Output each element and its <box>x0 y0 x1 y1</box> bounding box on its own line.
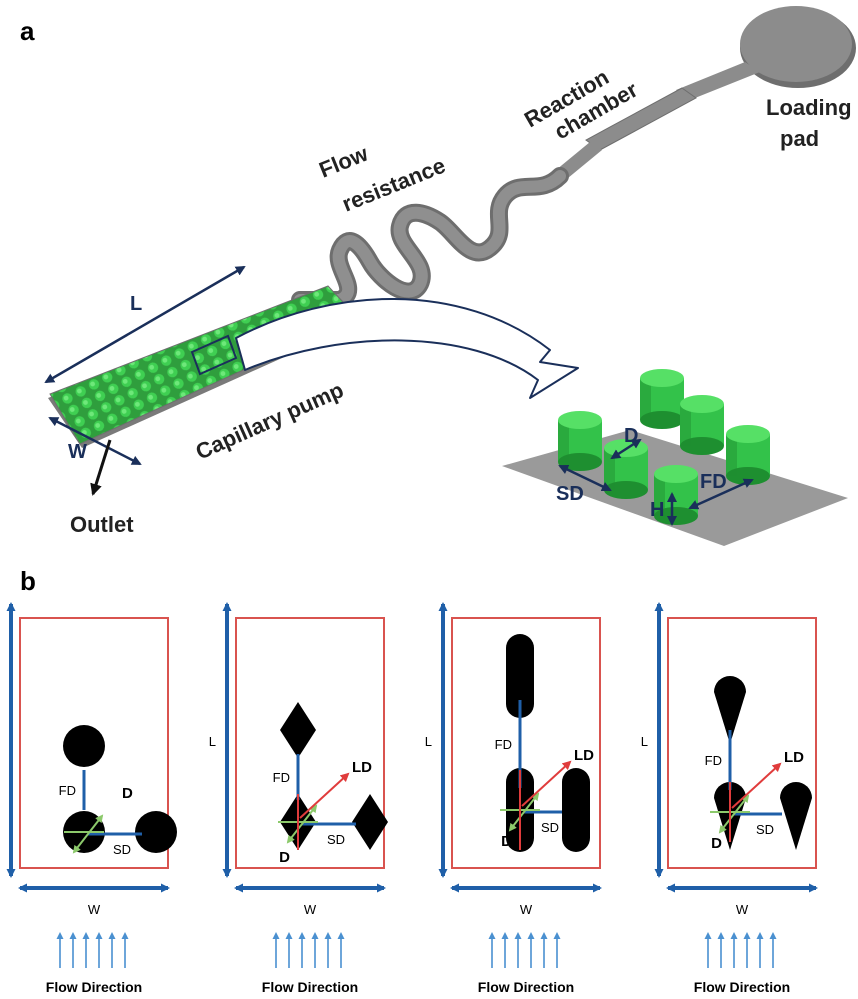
pillar-bottom <box>640 411 684 429</box>
pillar-3 <box>726 425 770 485</box>
sd-label: SD <box>327 832 345 847</box>
fd-dimension-arrow <box>688 478 754 510</box>
ld-arrow <box>521 760 572 807</box>
d-label: D <box>122 785 133 802</box>
sd-dimension-arrow <box>558 464 612 492</box>
side-pillar <box>562 768 590 852</box>
top-pillar <box>63 725 105 767</box>
pillar-bottom <box>604 481 648 499</box>
length-label: L <box>425 734 432 749</box>
pillar-4 <box>558 411 602 471</box>
fd-label: FD <box>700 471 727 493</box>
d-label: D <box>501 833 512 850</box>
ld-arrow <box>299 772 350 819</box>
d-arrow <box>286 804 318 844</box>
cell-stadium: L W Flow Direction FD SD D LD <box>425 602 602 995</box>
panel-a-letter: a <box>20 16 35 46</box>
pillar-inset: SD D H FD <box>502 369 848 546</box>
pillar-top <box>654 465 698 483</box>
length-dimension-arrow <box>44 265 246 384</box>
cell-teardrop: L W Flow Direction FD SD D LD <box>641 602 818 995</box>
zoom-arrow <box>235 298 579 399</box>
unit-cell-frame <box>667 617 817 869</box>
fd-label: FD <box>495 737 512 752</box>
pillar-top <box>640 369 684 387</box>
ld-label: LD <box>574 747 594 764</box>
pillar-top <box>558 411 602 429</box>
flow-direction-label: Flow Direction <box>478 979 574 995</box>
length-label: L <box>209 734 216 749</box>
h-label: H <box>650 499 664 521</box>
loading-pad-label-line1: Loading <box>766 95 852 120</box>
panel-b-letter: b <box>20 566 36 596</box>
sd-label: SD <box>756 822 774 837</box>
d-arrow <box>718 794 750 834</box>
side-pillar <box>780 782 812 850</box>
reaction-chamber-channel <box>556 62 760 178</box>
loading-pad-label-line2: pad <box>780 126 819 151</box>
loading-pad <box>740 6 856 88</box>
pillar-shade <box>558 420 569 462</box>
pillar-1 <box>640 369 684 429</box>
pillar-2 <box>680 395 724 455</box>
ld-arrow <box>731 762 782 809</box>
side-pillar <box>135 811 177 853</box>
side-pillar <box>352 794 388 850</box>
d-label: D <box>624 425 638 447</box>
flow-resistance-label-line1: Flow <box>316 140 373 182</box>
flow-direction-label: Flow Direction <box>46 979 142 995</box>
top-pillar <box>506 634 534 718</box>
width-dimension-arrow <box>48 416 142 466</box>
sd-label: SD <box>556 483 584 505</box>
top-pillar <box>714 676 746 744</box>
outlet-arrow <box>90 439 112 496</box>
pillar-shade <box>640 378 651 420</box>
d-arrow <box>72 814 104 854</box>
capillary-pump-label: Capillary pump <box>192 377 347 464</box>
width-label: W <box>88 902 101 917</box>
flow-direction-label: Flow Direction <box>262 979 358 995</box>
cell-diamond: L W Flow Direction FD SD D LD <box>209 602 388 995</box>
fd-label: FD <box>705 753 722 768</box>
pillar-top <box>680 395 724 413</box>
pillar-shade <box>680 404 691 446</box>
d-arrow <box>508 792 540 832</box>
sd-label: SD <box>113 842 131 857</box>
unit-cell-frame <box>19 617 169 869</box>
length-label: L <box>641 734 648 749</box>
flow-resistance-channel-top <box>294 170 566 306</box>
flow-direction-label: Flow Direction <box>694 979 790 995</box>
width-label: W <box>736 902 749 917</box>
d-label: D <box>279 849 290 866</box>
d-dimension-arrow <box>610 438 642 460</box>
pillar-shade <box>726 434 737 476</box>
unit-cell-frame <box>451 617 601 869</box>
length-label: L <box>130 293 142 315</box>
fd-label: FD <box>273 770 290 785</box>
width-label: W <box>68 441 87 463</box>
ld-label: LD <box>352 759 372 776</box>
width-label: W <box>520 902 533 917</box>
fd-label: FD <box>59 783 76 798</box>
ld-label: LD <box>784 749 804 766</box>
top-pillar <box>280 702 316 758</box>
pillar-bottom <box>680 437 724 455</box>
pillar-top <box>726 425 770 443</box>
pillar-shade <box>654 474 665 516</box>
panel-b-cells: L W Flow Direction FD SD D L W Flow Direction FD S… <box>6 602 818 995</box>
sd-label: SD <box>541 820 559 835</box>
width-label: W <box>304 902 317 917</box>
d-label: D <box>711 835 722 852</box>
unit-cell-frame <box>235 617 385 869</box>
outlet-label: Outlet <box>70 512 134 537</box>
